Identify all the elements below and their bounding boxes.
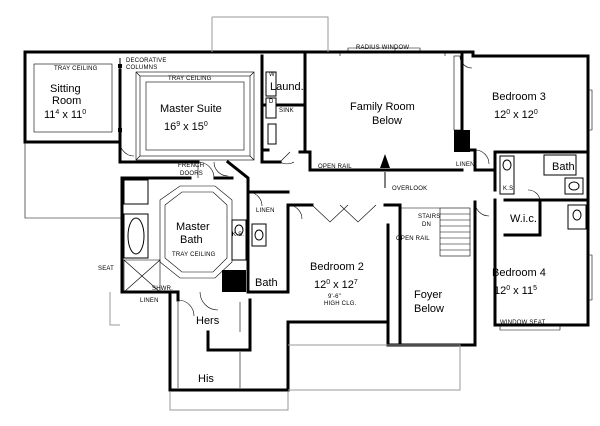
sink-note: SINK (279, 108, 294, 114)
master-bath-tray-ceiling (159, 185, 233, 279)
ks-bath-note: K.S. (232, 232, 244, 238)
seat-note: SEAT (98, 266, 114, 272)
master-suite-tray-ceiling (135, 71, 255, 161)
stairs-note: STAIRS (418, 214, 440, 220)
bath-tray-ceiling-note: TRAY CEILING (172, 252, 216, 258)
linen-bath-note: LINEN (140, 298, 159, 304)
suite-tray-ceiling-note: TRAY CEILING (168, 76, 212, 82)
radius-window-note: RADIUS WINDOW (356, 45, 409, 51)
closet-shelves (177, 302, 241, 388)
bath-right-name: Bath (552, 161, 575, 173)
sitting-room-tray-ceiling (33, 63, 113, 133)
dn-note: DN (422, 222, 431, 228)
shwr-note: SHWR. (152, 286, 173, 292)
window-seat-note: WINDOW SEAT (500, 320, 546, 326)
foyer-below: Below (414, 303, 444, 315)
ks-right-note: K.S. (503, 186, 515, 192)
interior-walls (118, 54, 542, 352)
bedroom2-ceiling-note: HIGH CLG. (324, 301, 357, 307)
foyer-name: Foyer (414, 289, 442, 301)
laundry-w-note: W (269, 72, 275, 78)
sitting-tray-ceiling-note: TRAY CEILING (54, 66, 98, 72)
bedroom2-name: Bedroom 2 (310, 261, 364, 273)
wic-name: W.i.c. (510, 213, 537, 225)
french-doors-note-2: DOORS (180, 171, 203, 177)
bedroom2-ceiling: 9'-6" (328, 294, 341, 300)
open-rail-family-note: OPEN RAIL (318, 164, 352, 170)
linen-b3-note: LINEN (456, 162, 475, 168)
bedroom3-linen (453, 55, 470, 152)
master-bath-fixtures (123, 179, 247, 293)
bath-mid-name: Bath (255, 277, 278, 289)
hers-name: Hers (196, 315, 220, 327)
french-doors-note-1: FRENCH (178, 163, 204, 169)
bedroom4-name: Bedroom 4 (492, 267, 546, 279)
master-suite-name: Master Suite (160, 103, 222, 115)
family-room-below: Below (372, 115, 402, 127)
overlook-arrow (380, 154, 390, 188)
family-room-name: Family Room (350, 101, 415, 113)
trim-lines (24, 16, 593, 411)
master-bath-name-1: Master (176, 221, 210, 233)
exterior-walls (23, 50, 590, 392)
sitting-room-name-1: Sitting (50, 83, 81, 95)
decorative-note-1: DECORATIVE (126, 58, 167, 64)
bath-right-fixtures (499, 154, 587, 230)
overlook-note: OVERLOOK (392, 186, 427, 192)
stairs (400, 207, 471, 257)
linen-hall-note: LINEN (256, 208, 275, 214)
decorative-columns (118, 64, 122, 132)
doors (119, 55, 541, 317)
laundry-name: Laund. (270, 81, 304, 93)
master-bath-name-2: Bath (180, 234, 203, 246)
his-name: His (198, 373, 214, 385)
laundry-fixtures (265, 71, 277, 145)
decorative-note-2: COLUMNS (126, 65, 157, 71)
open-rail-foyer-note: OPEN RAIL (396, 236, 430, 242)
bedroom3-name: Bedroom 3 (492, 91, 546, 103)
bath-mid-fixtures (251, 223, 267, 247)
sitting-room-name-2: Room (52, 95, 81, 107)
laundry-d-note: D (269, 99, 274, 105)
